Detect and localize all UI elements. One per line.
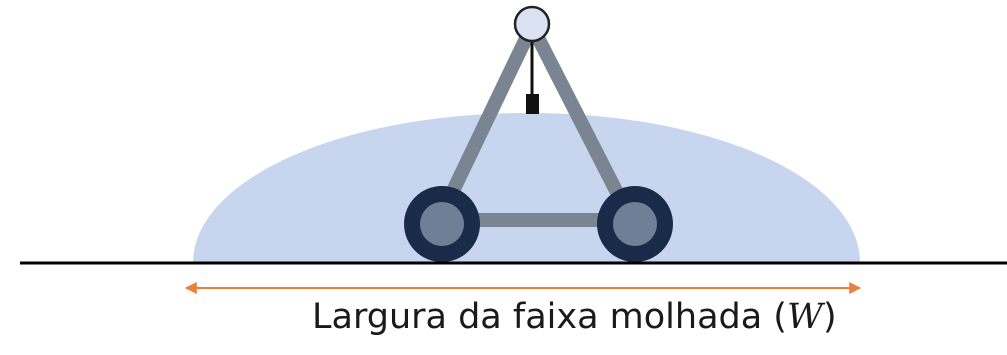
frame-left-leg xyxy=(433,19,539,225)
right-wheel-hub xyxy=(613,202,657,246)
wetted-width-label-text: Largura da faixa molhada ( xyxy=(312,297,787,337)
wetted-area xyxy=(193,113,860,263)
wetted-width-label: Largura da faixa molhada (W) xyxy=(312,300,837,335)
left-wheel-hub xyxy=(420,202,464,246)
wetted-width-label-close: ) xyxy=(822,297,837,337)
frame-right-leg xyxy=(525,19,637,225)
wetted-width-variable: W xyxy=(786,297,823,337)
pendulum-weight xyxy=(526,94,539,114)
sprinkler-head xyxy=(513,5,551,43)
